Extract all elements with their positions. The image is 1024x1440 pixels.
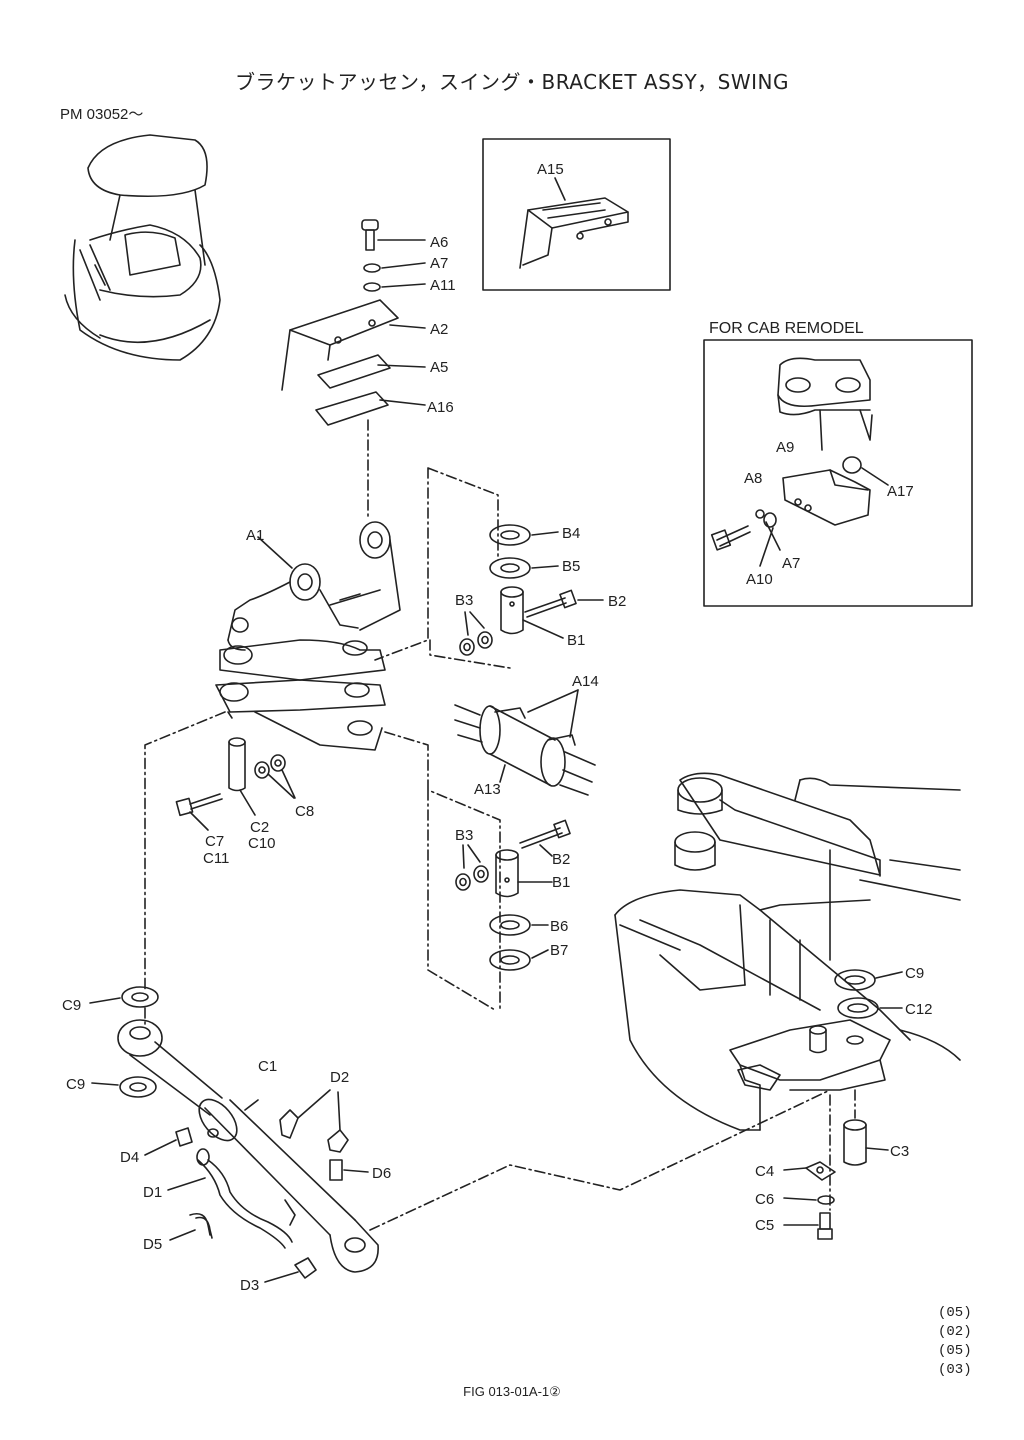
label-b7: B7 — [550, 942, 568, 959]
label-b3-upper: B3 — [455, 592, 473, 609]
fitting-d4 — [144, 1127, 193, 1156]
label-a8: A8 — [744, 470, 762, 487]
bracket-a1 — [215, 521, 401, 751]
label-c7: C7 — [205, 833, 224, 850]
label-c10: C10 — [248, 835, 276, 852]
bolt-b2-upper — [524, 589, 604, 618]
bolt-c7 — [175, 793, 223, 831]
clamp-d5 — [169, 1212, 213, 1241]
label-c8: C8 — [295, 803, 314, 820]
inset-title: FOR CAB REMODEL — [709, 320, 864, 337]
label-a1: A1 — [246, 527, 264, 544]
harness-a13 — [454, 704, 596, 796]
label-c9-upper: C9 — [62, 997, 81, 1014]
washer-b4 — [489, 524, 531, 546]
washer-a11 — [363, 282, 381, 292]
swing-frame — [614, 772, 961, 1131]
label-a15: A15 — [537, 161, 564, 178]
page-title: ブラケットアッセン，スイング・BRACKET ASSY，SWING — [234, 70, 790, 94]
pin-b1-upper — [500, 586, 564, 639]
label-c12: C12 — [905, 1001, 933, 1018]
label-b5: B5 — [562, 558, 580, 575]
label-a7: A7 — [430, 255, 448, 272]
label-c11: C11 — [203, 850, 229, 867]
pin-c2 — [228, 737, 256, 816]
label-a9: A9 — [776, 439, 794, 456]
nuts-b3-lower — [455, 844, 489, 891]
plate-c4 — [783, 1161, 836, 1181]
shim-a5 — [317, 354, 391, 389]
bolt-b2-lower — [519, 819, 571, 857]
revision-codes: (05) (02) (05) (03) — [938, 1304, 972, 1380]
figure-reference: FIG 013-01A-1② — [463, 1384, 561, 1399]
washer-c9-lower — [119, 1076, 157, 1098]
label-b4: B4 — [562, 525, 580, 542]
label-a16: A16 — [427, 399, 454, 416]
label-b3-lower: B3 — [455, 827, 473, 844]
bracket-a15 — [519, 177, 629, 269]
elbow-d2-b — [327, 1091, 349, 1153]
label-b1-upper: B1 — [567, 632, 585, 649]
washer-b5 — [489, 557, 531, 579]
washer-c12 — [837, 997, 879, 1019]
label-c9-right: C9 — [905, 965, 924, 982]
label-a2: A2 — [430, 321, 448, 338]
bolt-c5 — [783, 1212, 833, 1240]
label-d2: D2 — [330, 1069, 349, 1086]
label-a6: A6 — [430, 234, 448, 251]
label-c9-lower: C9 — [66, 1076, 85, 1093]
pin-c3 — [843, 1119, 889, 1166]
label-a10: A10 — [746, 571, 773, 588]
label-b6: B6 — [550, 918, 568, 935]
shim-a16 — [315, 391, 389, 426]
label-a11: A11 — [430, 277, 456, 294]
label-c3: C3 — [890, 1143, 909, 1160]
washer-c6 — [817, 1195, 835, 1205]
revision-code: (03) — [938, 1362, 972, 1378]
washer-b6 — [489, 914, 531, 936]
label-a14: A14 — [572, 673, 599, 690]
revision-code: (05) — [938, 1305, 972, 1321]
elbow-d2-a — [279, 1089, 331, 1139]
label-c6: C6 — [755, 1191, 774, 1208]
label-a13: A13 — [474, 781, 501, 798]
label-c2: C2 — [250, 819, 269, 836]
washer-c9-right — [834, 969, 876, 991]
pin-b1-lower — [495, 849, 553, 898]
label-c1: C1 — [258, 1058, 277, 1075]
machine-illustration — [64, 134, 221, 361]
label-a5: A5 — [430, 359, 448, 376]
label-b2-upper: B2 — [608, 593, 626, 610]
hose-d1 — [167, 1148, 296, 1249]
plate-a2 — [281, 299, 426, 391]
label-a17: A17 — [887, 483, 914, 500]
inset-cab-remodel-box — [703, 339, 973, 607]
label-d3: D3 — [240, 1277, 259, 1294]
label-c5: C5 — [755, 1217, 774, 1234]
label-b2-lower: B2 — [552, 851, 570, 868]
fitting-d3 — [264, 1257, 317, 1283]
label-c4: C4 — [755, 1163, 774, 1180]
revision-code: (05) — [938, 1343, 972, 1359]
swing-cylinder-c1 — [117, 1019, 379, 1273]
washer-c9-upper — [121, 986, 159, 1008]
label-d1: D1 — [143, 1184, 162, 1201]
revision-code: (02) — [938, 1324, 972, 1340]
washer-a7 — [363, 263, 381, 273]
label-a7-inset: A7 — [782, 555, 800, 572]
nuts-c8 — [254, 754, 296, 799]
label-d4: D4 — [120, 1149, 139, 1166]
nuts-b3-upper — [459, 611, 493, 656]
cab-remodel-parts — [710, 357, 889, 567]
label-b1-lower: B1 — [552, 874, 570, 891]
label-d6: D6 — [372, 1165, 391, 1182]
adapter-d6 — [329, 1159, 369, 1181]
washer-b7 — [489, 949, 531, 971]
serial-range: PM 03052～ — [60, 106, 144, 123]
label-d5: D5 — [143, 1236, 162, 1253]
bolt-a6 — [361, 219, 426, 251]
inset-a15-box — [482, 138, 671, 291]
